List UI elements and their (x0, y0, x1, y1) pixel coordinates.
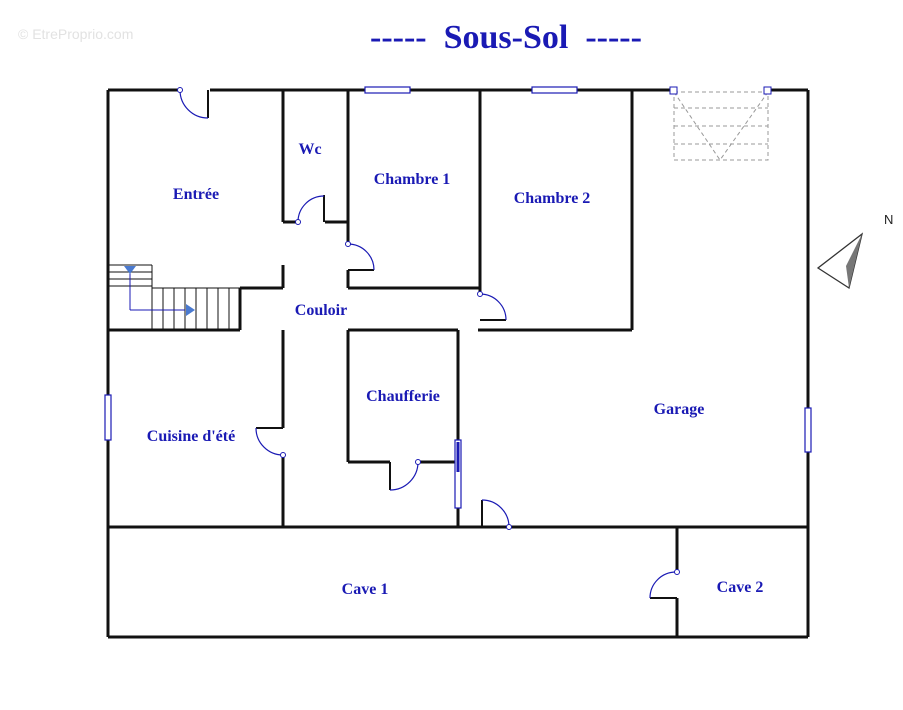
label-chambre2: Chambre 2 (514, 190, 591, 207)
door-entree (177, 87, 209, 119)
door-chambre1 (345, 241, 375, 271)
label-couloir: Couloir (295, 302, 347, 319)
label-entree: Entrée (173, 186, 219, 203)
plan-title: ----- Sous-Sol ----- (370, 19, 642, 56)
door-cave2 (649, 569, 680, 599)
staircase (108, 264, 240, 330)
compass-icon: N (816, 212, 893, 290)
door-garage (481, 499, 512, 530)
garage-skylight (669, 86, 772, 161)
door-chambre2 (477, 291, 507, 321)
label-garage: Garage (654, 401, 705, 418)
windows (104, 86, 812, 509)
door-cuisine (255, 427, 286, 458)
north-label: N (884, 212, 893, 227)
label-cave2: Cave 2 (717, 579, 764, 596)
label-cuisine: Cuisine d'été (147, 428, 235, 445)
watermark: © EtreProprio.com (18, 26, 133, 42)
room-labels: Entrée Wc Chambre 1 Chambre 2 Couloir Cu… (147, 141, 764, 598)
label-cave1: Cave 1 (342, 581, 389, 598)
label-wc: Wc (298, 141, 321, 158)
outer-walls (106, 88, 810, 639)
doors (177, 87, 680, 599)
interior-walls (108, 90, 808, 637)
label-chambre1: Chambre 1 (374, 171, 451, 188)
label-chaufferie: Chaufferie (366, 388, 440, 405)
door-chaufferie (389, 459, 421, 491)
door-wc (295, 195, 325, 225)
